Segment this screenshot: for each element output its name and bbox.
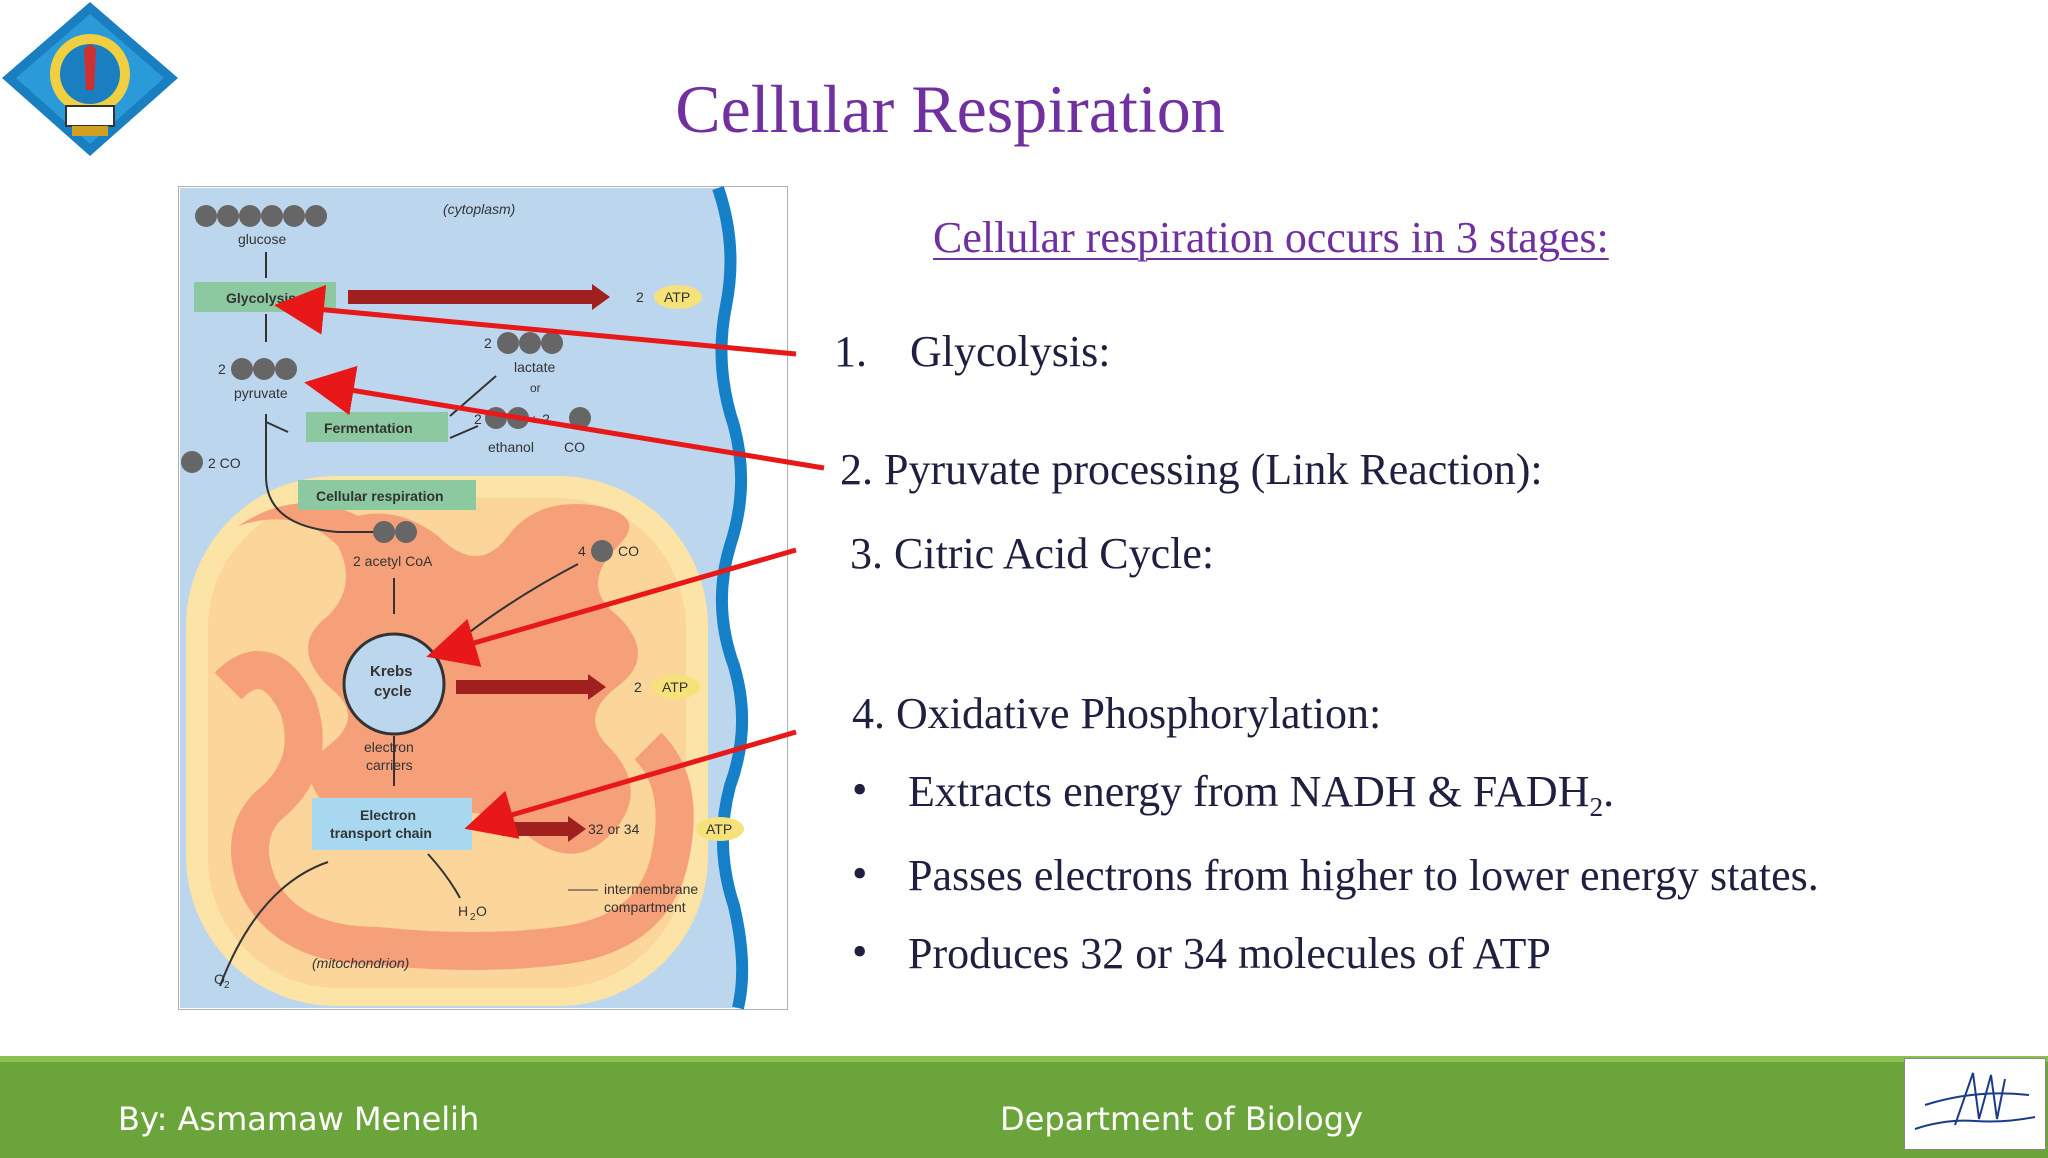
svg-text:CO: CO — [618, 543, 639, 559]
svg-text:intermembrane: intermembrane — [604, 881, 698, 897]
svg-text:2 CO: 2 CO — [208, 455, 241, 471]
svg-text:Krebs: Krebs — [370, 663, 413, 680]
atp-badge-glycolysis — [654, 285, 702, 309]
cellular-respiration-box — [298, 480, 476, 510]
cellular-respiration-diagram: glucose (cytoplasm) Glycolysis 2 ATP 2 p… — [178, 186, 788, 1010]
svg-text:or: or — [530, 381, 541, 395]
signature-image — [1904, 1058, 2046, 1150]
svg-text:ATP: ATP — [706, 821, 732, 837]
cytoplasm-label: (cytoplasm) — [443, 201, 515, 217]
electron-transport-chain-box — [312, 798, 472, 850]
footer-author: By: Asmamaw Menelih — [118, 1100, 480, 1138]
stage-2: 2. Pyruvate processing (Link Reaction): — [840, 445, 1543, 494]
svg-text:2: 2 — [484, 335, 492, 351]
svg-text:O: O — [214, 971, 225, 987]
svg-text:ATP: ATP — [664, 289, 690, 305]
svg-text:32 or 34: 32 or 34 — [588, 821, 640, 837]
svg-text:2: 2 — [470, 912, 476, 923]
svg-text:H: H — [458, 903, 468, 919]
svg-text:ATP: ATP — [662, 679, 688, 695]
svg-text:cycle: cycle — [374, 683, 412, 700]
svg-text:2: 2 — [224, 980, 230, 991]
svg-text:CO: CO — [564, 439, 585, 455]
svg-text:2: 2 — [636, 289, 644, 305]
svg-text:O: O — [476, 903, 487, 919]
svg-text:electron: electron — [364, 739, 414, 755]
svg-text:4: 4 — [578, 543, 586, 559]
svg-text:compartment: compartment — [604, 899, 686, 915]
krebs-cycle — [342, 632, 446, 736]
svg-text:+ 2: + 2 — [530, 411, 550, 427]
stage-1: 1. Glycolysis: — [834, 327, 1111, 376]
pyruvate-label: pyruvate — [234, 385, 288, 401]
footer-department: Department of Biology — [1000, 1100, 1363, 1138]
svg-text:transport chain: transport chain — [330, 825, 432, 841]
mitochondrion-label: (mitochondrion) — [312, 955, 409, 971]
lactate-label: lactate — [514, 359, 555, 375]
slide-title: Cellular Respiration — [675, 71, 1225, 147]
svg-text:carriers: carriers — [366, 757, 413, 773]
svg-text:2: 2 — [634, 679, 642, 695]
glucose-molecule — [195, 205, 327, 227]
fermentation-label: Fermentation — [324, 420, 413, 436]
ethanol-label: ethanol — [488, 439, 534, 455]
glucose-label: glucose — [238, 231, 286, 247]
svg-text:2: 2 — [218, 361, 226, 377]
cellular-respiration-label: Cellular respiration — [316, 488, 444, 504]
glycolysis-label: Glycolysis — [226, 290, 296, 306]
footer-bar: By: Asmamaw Menelih Department of Biolog… — [0, 1056, 2048, 1158]
university-logo — [2, 2, 178, 156]
stage-3: 3. Citric Acid Cycle: — [850, 529, 1215, 578]
svg-text:Electron: Electron — [360, 807, 416, 823]
stages-heading: Cellular respiration occurs in 3 stages: — [933, 213, 1609, 262]
acetyl-coa-label: 2 acetyl CoA — [353, 553, 433, 569]
stage-4: 4. Oxidative Phosphorylation: — [852, 689, 1382, 738]
svg-text:2: 2 — [474, 411, 482, 427]
atp-badge-krebs — [652, 675, 700, 699]
